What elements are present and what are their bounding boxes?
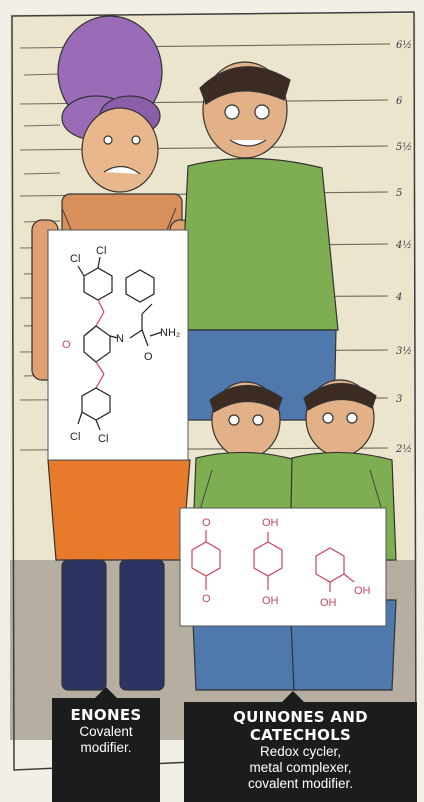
height-mark: 5½ bbox=[396, 142, 412, 153]
atom-cl: Cl bbox=[70, 253, 80, 265]
atom-oh: OH bbox=[354, 585, 371, 597]
quinones-caption-title: QUINONES AND CATECHOLS bbox=[233, 708, 368, 744]
quinones-caption: QUINONES AND CATECHOLS Redox cycler, met… bbox=[184, 691, 417, 802]
quinones-sign-board bbox=[179, 507, 387, 627]
height-marks: 6½ 6 5½ 5 4½ 4 3½ 3 2½ bbox=[395, 40, 412, 455]
height-mark: 5 bbox=[396, 188, 402, 199]
caption-pointer bbox=[95, 687, 117, 698]
catechol-structure bbox=[315, 547, 355, 592]
atom-o: O bbox=[202, 517, 211, 529]
height-mark: 3 bbox=[396, 394, 402, 405]
enones-caption-line: Covalent bbox=[79, 724, 133, 739]
height-mark: 4 bbox=[395, 292, 402, 303]
quinone-structure bbox=[191, 530, 221, 590]
enones-caption-line: modifier. bbox=[80, 740, 132, 755]
quinones-caption-line: Redox cycler, bbox=[259, 744, 342, 759]
height-mark: 6 bbox=[396, 96, 403, 107]
atom-o: O bbox=[62, 339, 71, 351]
atom-o: O bbox=[202, 593, 211, 605]
enones-sign: Cl Cl O N O NH₂ Cl Cl bbox=[47, 207, 189, 461]
atom-nh2: NH₂ bbox=[160, 327, 180, 339]
atom-oh: OH bbox=[262, 595, 279, 607]
atom-cl: Cl bbox=[96, 245, 106, 257]
quinones-caption-line: covalent modifier. bbox=[247, 776, 354, 791]
hydroquinone-structure bbox=[253, 532, 283, 590]
enones-caption-title: ENONES bbox=[70, 706, 142, 724]
atom-n: N bbox=[116, 333, 124, 345]
quinones-caption-line: metal complexer, bbox=[249, 760, 352, 775]
height-mark: 4½ bbox=[395, 240, 412, 251]
atom-cl: Cl bbox=[98, 433, 108, 445]
atom-oh: OH bbox=[262, 517, 279, 529]
height-mark: 6½ bbox=[396, 40, 412, 51]
enones-sign-board bbox=[47, 229, 189, 461]
atom-o: O bbox=[144, 351, 153, 363]
quinones-sign: O O OH OH OH OH bbox=[179, 469, 387, 627]
height-mark: 3½ bbox=[396, 346, 412, 357]
enones-caption: ENONES Covalent modifier. bbox=[52, 687, 160, 802]
atom-cl: Cl bbox=[70, 431, 80, 443]
height-mark: 2½ bbox=[395, 444, 412, 455]
enones-structure bbox=[77, 256, 163, 431]
atom-oh: OH bbox=[320, 597, 337, 609]
caption-pointer bbox=[282, 691, 304, 702]
